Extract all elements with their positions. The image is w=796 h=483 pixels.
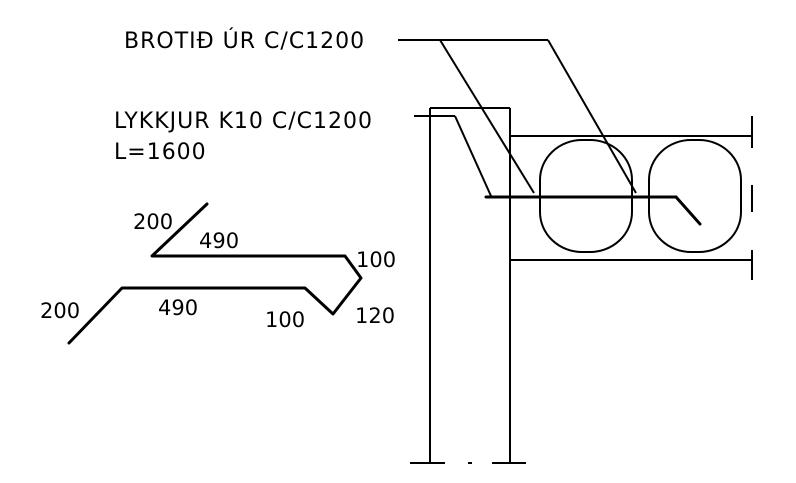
leader-broken-out bbox=[398, 39, 637, 194]
label-broken-out: BROTIÐ ÚR C/C1200 bbox=[124, 28, 365, 54]
label-length: L=1600 bbox=[114, 140, 207, 165]
dim-lower-bend: 100 bbox=[265, 308, 305, 332]
bar-shape bbox=[67, 202, 363, 345]
leader-loops bbox=[414, 115, 492, 197]
dim-upper-bend: 100 bbox=[356, 248, 396, 272]
dim-lower-end: 120 bbox=[355, 304, 395, 328]
dim-upper-hook: 200 bbox=[133, 210, 173, 234]
wall-section bbox=[410, 107, 526, 464]
label-loops: LYKKJUR K10 C/C1200 bbox=[114, 109, 373, 134]
rebar-loop bbox=[484, 195, 702, 226]
dim-upper-length: 490 bbox=[199, 229, 239, 253]
dim-lower-length: 490 bbox=[158, 296, 198, 320]
dim-lower-hook: 200 bbox=[40, 299, 80, 323]
